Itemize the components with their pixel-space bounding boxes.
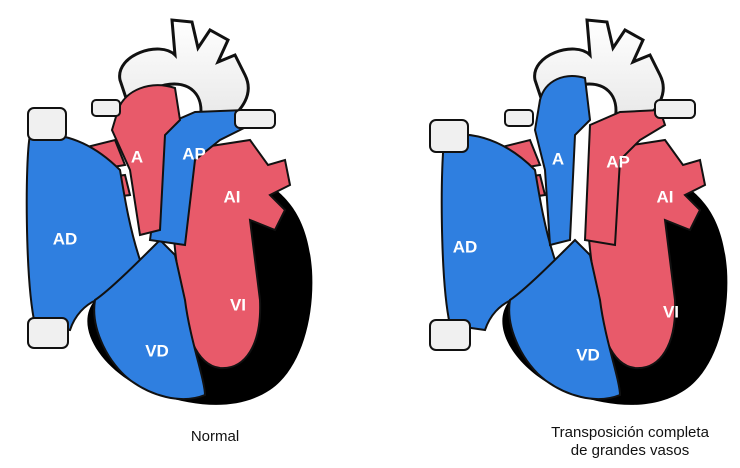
label-right-atrium: AD <box>453 237 478 256</box>
label-left-atrium: AI <box>224 187 241 206</box>
caption-transposition-line1: Transposición completa <box>520 424 740 442</box>
label-left-ventricle: VI <box>663 302 679 321</box>
superior-vena-cava <box>28 108 66 140</box>
caption-transposition-line2: de grandes vasos <box>520 442 740 460</box>
inferior-vena-cava <box>430 320 470 350</box>
inferior-vena-cava <box>28 318 68 348</box>
label-aorta: A <box>552 149 564 168</box>
superior-vena-cava <box>430 120 468 152</box>
caption-transposition: Transposición completa de grandes vasos <box>520 424 740 460</box>
pulmonary-branch <box>235 110 275 128</box>
caption-normal: Normal <box>150 428 280 446</box>
pulmonary-branch <box>655 100 695 118</box>
label-aorta: A <box>131 147 143 166</box>
heart-normal: A AP AD AI VD VI <box>27 20 313 405</box>
label-pulmonary-artery: AP <box>606 152 630 171</box>
label-right-ventricle: VD <box>145 341 169 360</box>
label-pulmonary-artery: AP <box>182 144 206 163</box>
label-left-ventricle: VI <box>230 295 246 314</box>
heart-transposition: A AP AD AI VD VI <box>430 20 727 405</box>
label-right-ventricle: VD <box>576 345 600 364</box>
pulmonary-branch-left <box>92 100 120 116</box>
label-right-atrium: AD <box>53 229 78 248</box>
label-left-atrium: AI <box>657 187 674 206</box>
pulmonary-branch-left <box>505 110 533 126</box>
